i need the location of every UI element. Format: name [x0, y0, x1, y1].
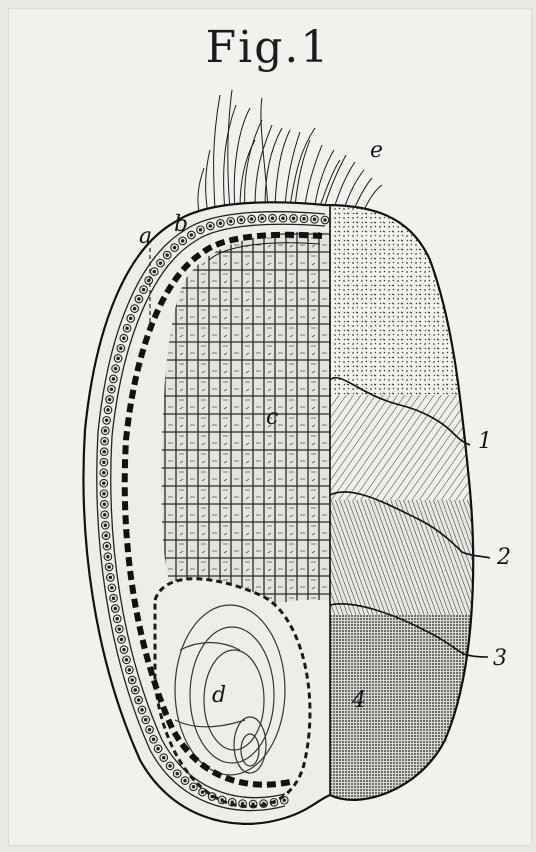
label-2: 2	[497, 547, 511, 569]
label-b: b	[174, 214, 188, 236]
label-4: 4	[352, 690, 366, 712]
label-a: a	[139, 226, 152, 248]
label-1: 1	[478, 431, 492, 453]
label-e: e	[370, 140, 383, 162]
brush-hairs	[198, 90, 382, 218]
label-c: c	[266, 407, 278, 429]
label-3: 3	[493, 648, 507, 670]
label-d: d	[212, 685, 226, 707]
